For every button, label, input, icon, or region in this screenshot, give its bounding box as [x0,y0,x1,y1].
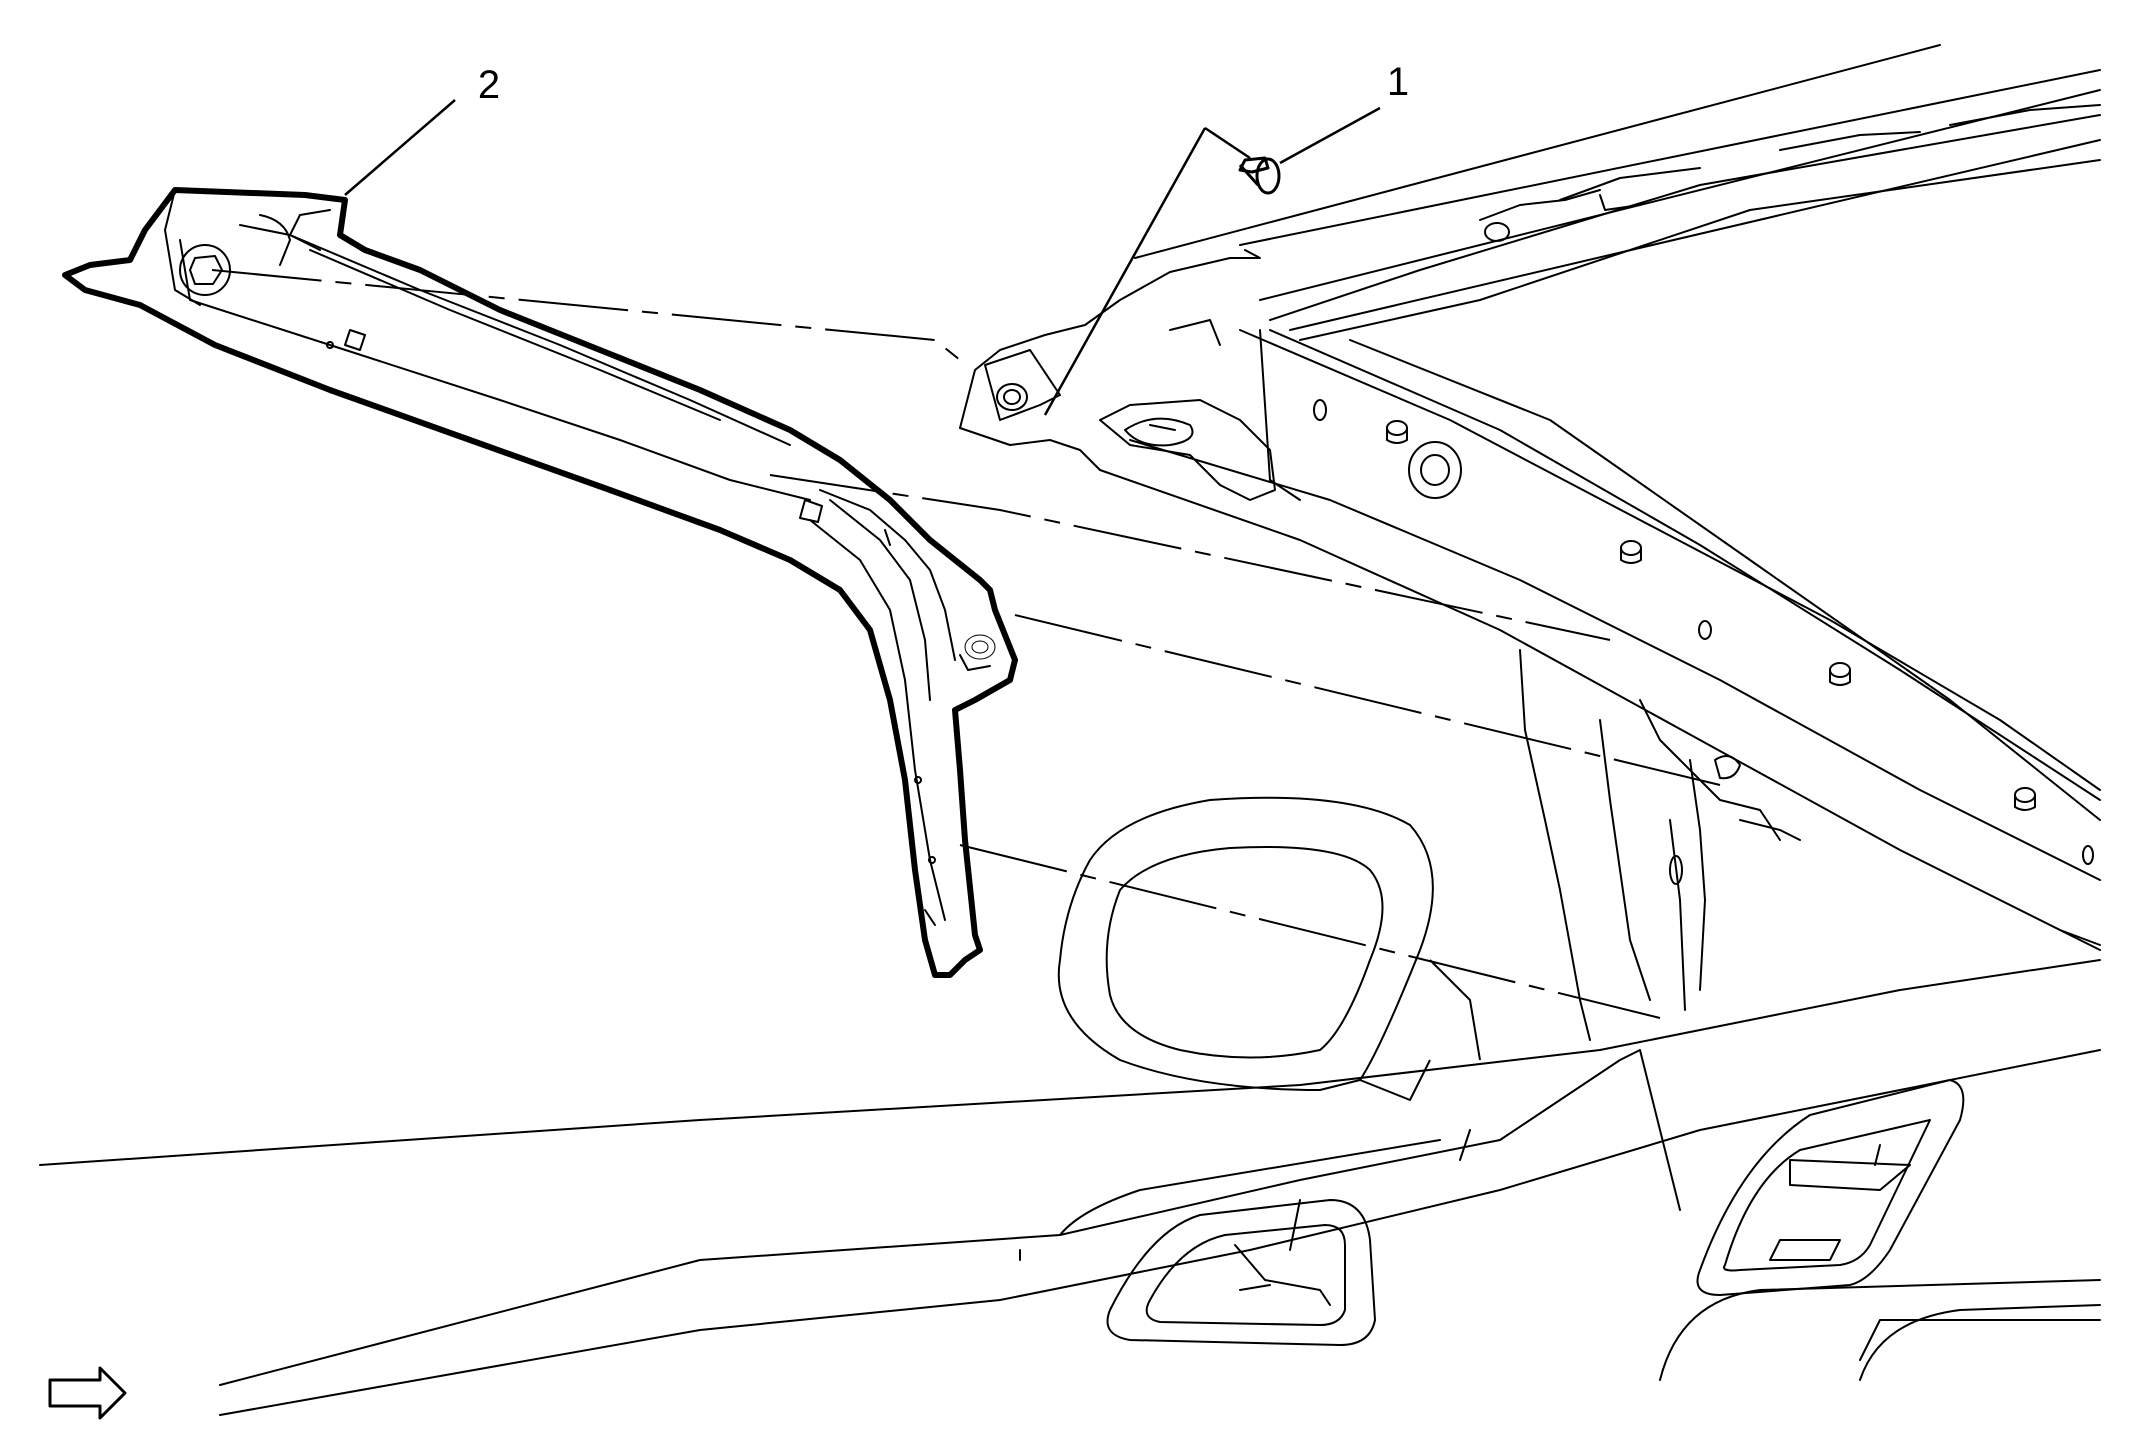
fastener-part-1 [1238,156,1281,195]
callout-1-label: 1 [1387,60,1409,104]
side-mirror [1057,796,1481,1101]
callout-2-leader [344,99,456,196]
view-direction-arrow-icon [48,1366,127,1420]
callout-2-label: 2 [478,63,500,107]
callout-1-bracket [1043,126,1251,416]
roof-structure [1134,44,2101,341]
callout-1-leader [1279,106,1381,165]
a-pillar-body [959,249,2101,1041]
callout-leaders [344,99,1381,416]
door-and-dash [39,959,2101,1416]
alignment-leaders [211,269,1721,1019]
pillar-garnish-trim [62,187,1018,978]
